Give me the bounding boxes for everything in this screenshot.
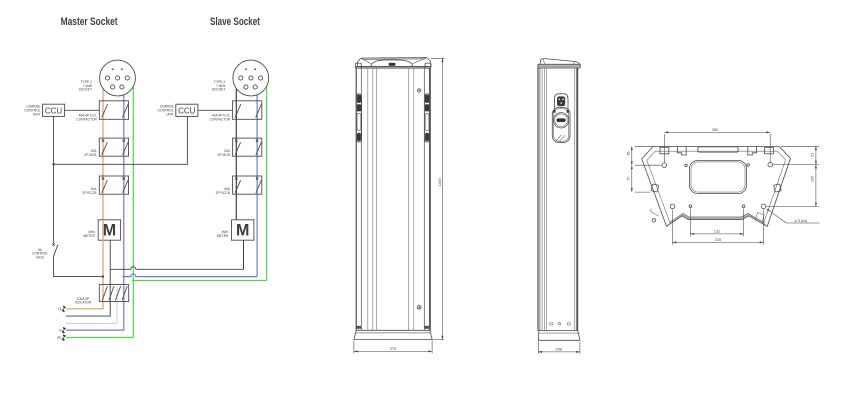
svg-text:MCB: MCB <box>36 256 44 260</box>
svg-text:N: N <box>59 329 62 333</box>
svg-text:208: 208 <box>556 348 562 352</box>
svg-text:Master Socket: Master Socket <box>61 16 118 28</box>
svg-text:51: 51 <box>811 153 815 157</box>
svg-text:225: 225 <box>715 238 721 242</box>
svg-text:ISOLATOR: ISOLATOR <box>75 301 92 305</box>
svg-text:100A 4P: 100A 4P <box>77 297 90 301</box>
svg-text:CONTROL: CONTROL <box>32 252 48 256</box>
svg-text:L1: L1 <box>58 307 62 311</box>
svg-text:375: 375 <box>390 347 396 351</box>
svg-text:Slave Socket: Slave Socket <box>210 16 260 28</box>
svg-text:PE: PE <box>57 336 62 340</box>
svg-text:45: 45 <box>626 152 630 156</box>
svg-text:⌀ 9 (4x): ⌀ 9 (4x) <box>795 219 808 223</box>
svg-text:131: 131 <box>714 230 720 234</box>
svg-text:1400: 1400 <box>438 178 442 186</box>
svg-text:260: 260 <box>712 128 718 132</box>
svg-text:6A: 6A <box>38 248 43 252</box>
svg-text:100: 100 <box>811 176 815 182</box>
svg-text:70: 70 <box>626 177 630 181</box>
